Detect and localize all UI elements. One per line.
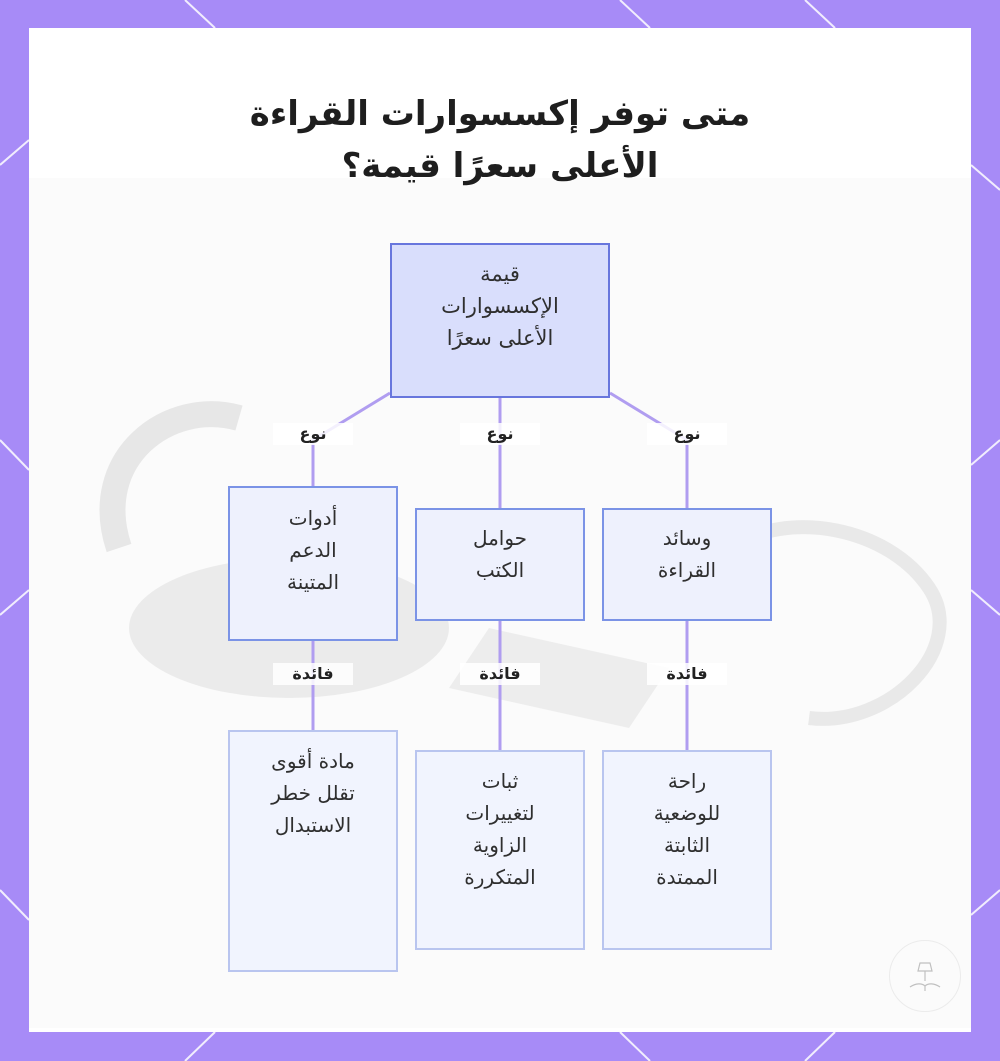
node-line: وسائد xyxy=(662,526,712,550)
node-line: ثبات xyxy=(481,769,519,793)
benefit-node-stronger-material: مادة أقوى تقلل خطر الاستبدال xyxy=(228,730,398,972)
type-node-book-stands: حوامل الكتب xyxy=(415,508,585,621)
type-node-durable-support-tools: أدوات الدعم المتينة xyxy=(228,486,398,641)
node-line: الاستبدال xyxy=(274,813,352,837)
page-title: متى توفر إكسسوارات القراءة الأعلى سعرًا … xyxy=(29,88,971,192)
node-line: الثابتة xyxy=(663,833,711,857)
edge-label-type: نوع xyxy=(273,423,353,445)
node-line: الدعم xyxy=(289,538,337,562)
root-line: الإكسسوارات xyxy=(441,294,559,318)
node-line: الممتدة xyxy=(656,865,718,889)
node-line: أدوات xyxy=(288,506,338,530)
node-line: راحة xyxy=(667,769,707,793)
diagram-card: متى توفر إكسسوارات القراءة الأعلى سعرًا … xyxy=(29,28,971,1032)
node-line: الزاوية xyxy=(472,833,528,857)
node-line: لتغييرات xyxy=(465,801,535,825)
title-line: الأعلى سعرًا قيمة؟ xyxy=(341,146,659,186)
book-lamp-logo-icon xyxy=(889,940,961,1012)
root-line: قيمة xyxy=(480,262,520,286)
node-line: القراءة xyxy=(657,558,717,582)
root-node: قيمة الإكسسوارات الأعلى سعرًا xyxy=(390,243,610,398)
edge-label-benefit: فائدة xyxy=(460,663,540,685)
node-line: حوامل xyxy=(472,526,528,550)
edge-label-benefit: فائدة xyxy=(647,663,727,685)
node-line: الكتب xyxy=(475,558,525,582)
node-line: المتينة xyxy=(286,570,340,594)
type-node-reading-pillows: وسائد القراءة xyxy=(602,508,772,621)
edge-label-type: نوع xyxy=(647,423,727,445)
node-line: تقلل خطر xyxy=(271,781,355,805)
benefit-node-comfort: راحة للوضعية الثابتة الممتدة xyxy=(602,750,772,950)
benefit-node-stability: ثبات لتغييرات الزاوية المتكررة xyxy=(415,750,585,950)
node-line: المتكررة xyxy=(464,865,536,889)
root-line: الأعلى سعرًا xyxy=(446,326,554,350)
node-line: للوضعية xyxy=(653,801,721,825)
title-line: متى توفر إكسسوارات القراءة xyxy=(249,94,751,134)
connector-lines xyxy=(311,391,689,750)
edge-label-type: نوع xyxy=(460,423,540,445)
edge-label-benefit: فائدة xyxy=(273,663,353,685)
node-line: مادة أقوى xyxy=(271,749,355,773)
